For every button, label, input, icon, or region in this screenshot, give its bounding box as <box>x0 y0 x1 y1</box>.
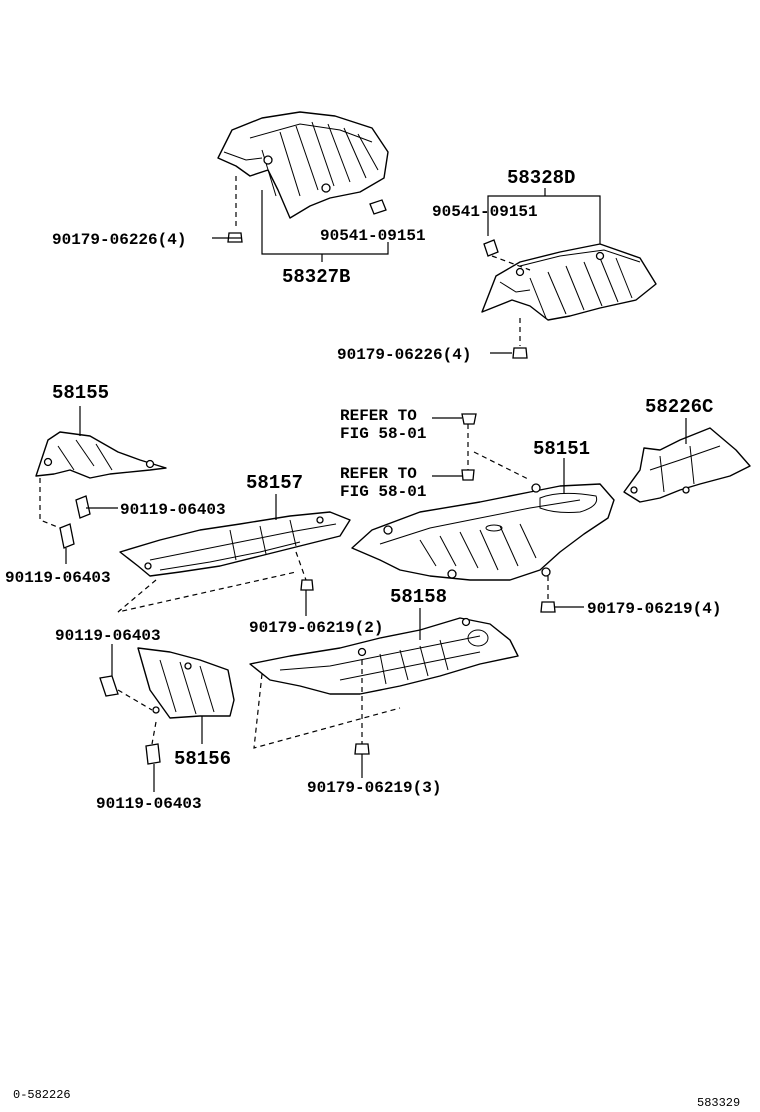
label-58226c: 58226C <box>645 396 713 418</box>
footer-right-code: 583329 <box>697 1096 740 1110</box>
label-90119-06403-lower-lower: 90119-06403 <box>96 795 202 813</box>
dash-line <box>473 451 531 481</box>
heat-insulator-58226c <box>623 427 751 503</box>
refer-upper-line1: REFER TO <box>340 407 417 425</box>
label-58327b: 58327B <box>282 266 350 288</box>
leader-line <box>261 190 389 255</box>
grommet-refer-lower <box>461 469 475 481</box>
footer-left-code: 0-582226 <box>13 1088 71 1102</box>
label-58155: 58155 <box>52 382 109 404</box>
heat-insulator-58156 <box>137 647 235 719</box>
label-90179-06219-4: 90179-06219(4) <box>587 600 721 618</box>
clip-90541-09151-top-left <box>369 199 387 215</box>
dash-line <box>491 255 531 271</box>
bolt-90119-06403-left-upper <box>75 495 91 519</box>
dash-line <box>295 551 307 581</box>
dash-line <box>39 478 61 529</box>
bolt-90119-06403-lower-upper <box>99 675 119 697</box>
label-90179-06219-3: 90179-06219(3) <box>307 779 441 797</box>
label-90179-06226-top-right: 90179-06226(4) <box>337 346 471 364</box>
label-90119-06403-left-upper: 90119-06403 <box>120 501 226 519</box>
label-90541-09151-top-left: 90541-09151 <box>320 227 426 245</box>
refer-lower-line1: REFER TO <box>340 465 417 483</box>
label-90179-06219-2: 90179-06219(2) <box>249 619 383 637</box>
bolt-90119-06403-lower-lower <box>145 743 161 765</box>
refer-upper-line2: FIG 58-01 <box>340 425 426 443</box>
label-58156: 58156 <box>174 748 231 770</box>
heat-insulator-58327b <box>217 111 389 219</box>
heat-insulator-58158 <box>249 617 519 695</box>
label-90179-06226-top-left: 90179-06226(4) <box>52 231 186 249</box>
bolt-90119-06403-left-lower <box>59 523 75 549</box>
dash-line <box>151 721 157 745</box>
grommet-refer-upper <box>461 413 477 425</box>
leader-line <box>487 195 601 244</box>
heat-insulator-58151 <box>351 483 615 581</box>
label-58151: 58151 <box>533 438 590 460</box>
label-90119-06403-lower-upper: 90119-06403 <box>55 627 161 645</box>
label-90541-09151-top-right: 90541-09151 <box>432 203 538 221</box>
label-58158: 58158 <box>390 586 447 608</box>
label-90119-06403-left-lower: 90119-06403 <box>5 569 111 587</box>
nut-90179-06219-center <box>300 579 314 591</box>
dash-line <box>117 689 153 711</box>
nut-90179-06219-right <box>540 601 556 613</box>
dash-line <box>117 571 297 613</box>
nut-90179-06219-lower <box>354 743 370 755</box>
label-58328d: 58328D <box>507 167 575 189</box>
label-58157: 58157 <box>246 472 303 494</box>
heat-insulator-58328d <box>481 243 657 321</box>
heat-insulator-58155 <box>35 431 167 479</box>
nut-90179-06226-top-right <box>512 347 528 359</box>
clip-90541-09151-top-right <box>483 239 499 257</box>
dash-line <box>253 673 401 749</box>
heat-insulator-58157 <box>119 511 351 577</box>
refer-lower-line2: FIG 58-01 <box>340 483 426 501</box>
